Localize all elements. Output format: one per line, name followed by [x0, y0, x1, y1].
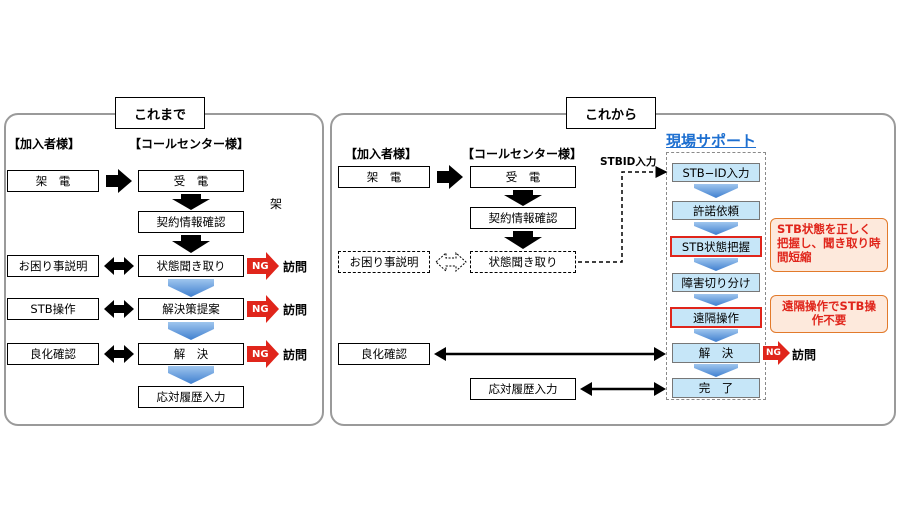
left-call-arrow — [106, 169, 132, 193]
left-visit-3: 訪問 — [283, 348, 308, 362]
left-col-callcenter: 【コールセンター様】 — [129, 137, 250, 151]
left-ng-2: NG — [252, 303, 269, 315]
note-remote-op: 遠隔操作でSTB操作不要 — [770, 295, 888, 333]
right-visit: 訪問 — [792, 348, 817, 362]
left-ng-arrow-3 — [247, 340, 279, 368]
support-step-stbid: STB−ID入力 — [672, 163, 760, 182]
left-visit-1: 訪問 — [283, 260, 308, 274]
right-cc-receive: 受 電 — [470, 166, 576, 188]
left-visit-2: 訪問 — [283, 303, 308, 317]
left-double-arrow-1 — [104, 257, 134, 275]
left-ng-arrow-1 — [247, 252, 279, 280]
right-cc-hearing: 状態聞き取り — [470, 251, 576, 273]
support-step-complete: 完 了 — [672, 378, 760, 398]
right-cc-contract: 契約情報確認 — [470, 207, 576, 229]
right-stbid-label: STBID入力 — [600, 156, 657, 168]
left-cc-hearing: 状態聞き取り — [138, 255, 244, 277]
support-column — [666, 152, 766, 400]
left-double-arrow-2 — [104, 300, 134, 318]
panel-after-title: これから — [566, 97, 656, 129]
support-ok-arrow-1 — [694, 222, 738, 235]
left-ok-arrow-2 — [168, 322, 214, 340]
left-ng-arrow-2 — [247, 295, 279, 323]
left-cc-proposal: 解決策提案 — [138, 298, 244, 320]
support-step-permission: 許諾依頼 — [672, 201, 760, 220]
left-sub-confirm: 良化確認 — [7, 343, 99, 365]
right-down-arrow-1 — [504, 190, 542, 206]
left-stray-text: 架 — [270, 197, 283, 211]
support-title: 現場サポート — [666, 132, 757, 150]
left-ok-arrow-3 — [168, 366, 214, 384]
support-ok-arrow-4 — [694, 364, 738, 377]
right-sub-explain: お困り事説明 — [338, 251, 430, 273]
left-double-arrow-3 — [104, 345, 134, 363]
right-ng: NG — [766, 348, 781, 358]
right-sub-call: 架 電 — [338, 166, 430, 188]
right-col-callcenter: 【コールセンター様】 — [462, 147, 583, 161]
support-ok-arrow-3 — [694, 329, 738, 342]
right-call-arrow — [437, 165, 463, 189]
right-dashed-double-arrow — [435, 251, 467, 273]
note-status-grasp: STB状態を正しく把握し、聞き取り時間短縮 — [770, 218, 888, 272]
left-sub-call: 架 電 — [7, 170, 99, 192]
right-cc-history: 応対履歴入力 — [470, 378, 576, 400]
right-ng-arrow — [763, 341, 790, 365]
stbid-connector — [578, 166, 668, 263]
support-ok-arrow-2 — [694, 258, 738, 271]
support-down-arrow-2 — [694, 294, 738, 306]
support-down-arrow-1 — [694, 184, 738, 198]
left-cc-history: 応対履歴入力 — [138, 386, 244, 408]
left-col-subscriber: 【加入者様】 — [8, 137, 81, 151]
left-ok-arrow-1 — [168, 279, 214, 297]
left-down-arrow-2 — [172, 235, 210, 253]
left-cc-resolve: 解 決 — [138, 343, 244, 365]
support-step-remote: 遠隔操作 — [670, 307, 762, 328]
left-cc-contract: 契約情報確認 — [138, 211, 244, 233]
left-sub-stb-op: STB操作 — [7, 298, 99, 320]
right-sub-confirm: 良化確認 — [338, 343, 430, 365]
left-ng-3: NG — [252, 348, 269, 360]
left-sub-explain: お困り事説明 — [7, 255, 99, 277]
panel-before-title: これまで — [115, 97, 205, 129]
right-down-arrow-2 — [504, 231, 542, 249]
left-down-arrow-1 — [172, 194, 210, 210]
support-step-stb-status: STB状態把握 — [670, 236, 762, 257]
right-col-subscriber: 【加入者様】 — [345, 147, 418, 161]
left-cc-receive: 受 電 — [138, 170, 244, 192]
support-step-isolation: 障害切り分け — [672, 273, 760, 292]
left-ng-1: NG — [252, 260, 269, 272]
support-step-resolve: 解 決 — [672, 343, 760, 363]
